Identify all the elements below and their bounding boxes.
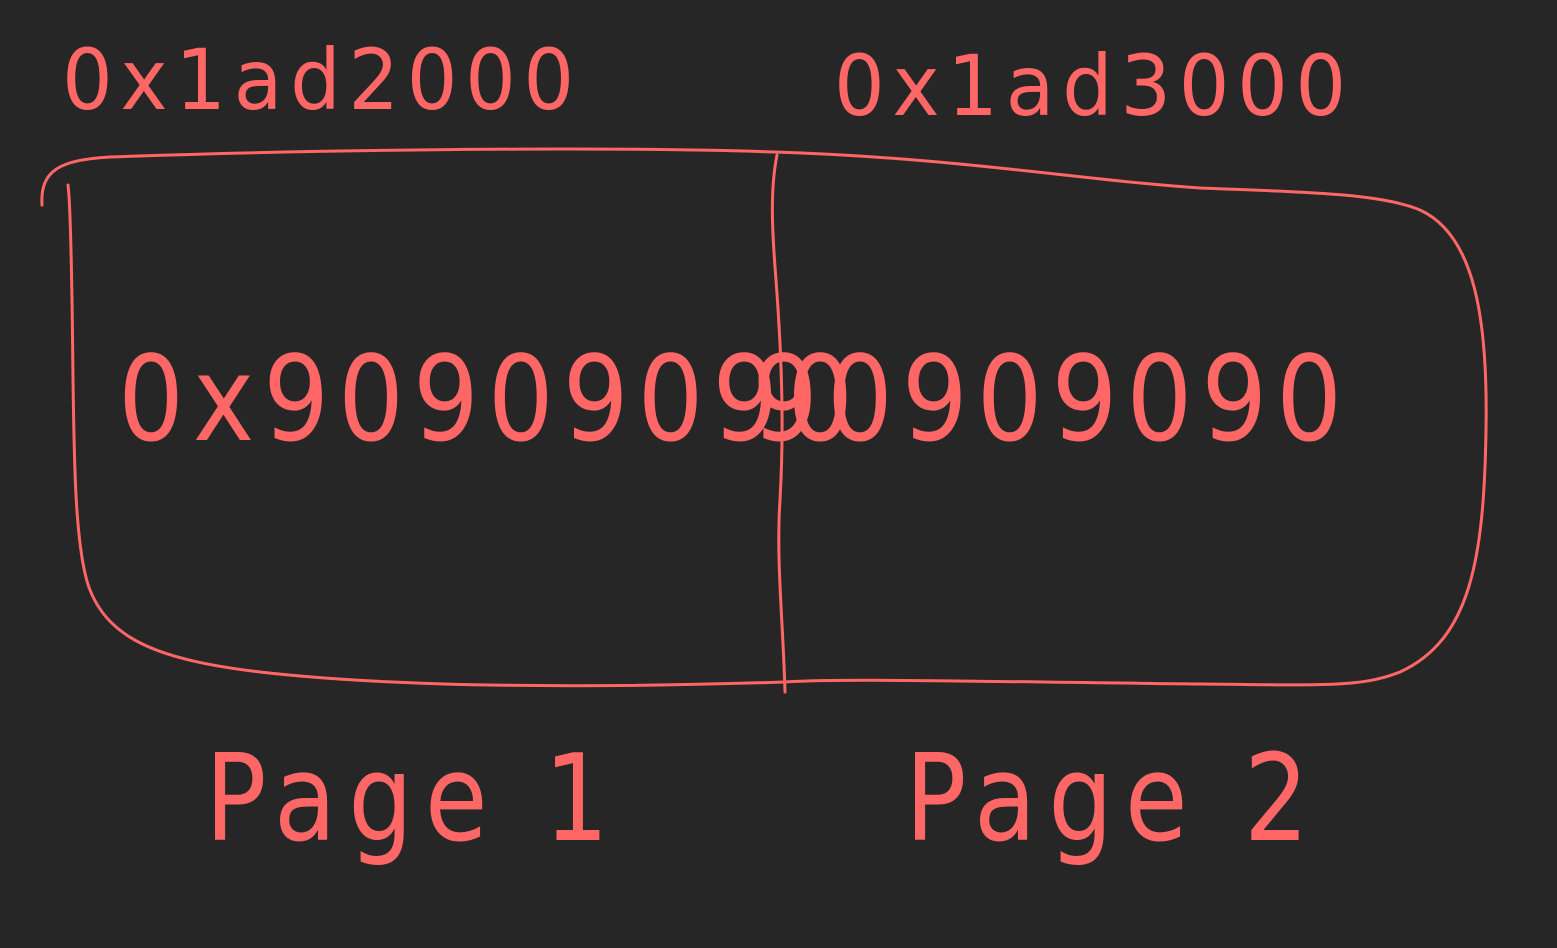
page2-value-label: 90909090 (752, 330, 1351, 468)
page2-address-label: 0x1ad3000 (834, 37, 1354, 135)
page1-value-label: 0x90909090 (118, 330, 863, 468)
memory-region-outline (40, 147, 1488, 688)
page2-caption: Page 2 (905, 730, 1321, 869)
page1-caption: Page 1 (205, 730, 621, 869)
page1-address-label: 0x1ad2000 (62, 31, 582, 129)
page-boundary-line (770, 153, 787, 694)
